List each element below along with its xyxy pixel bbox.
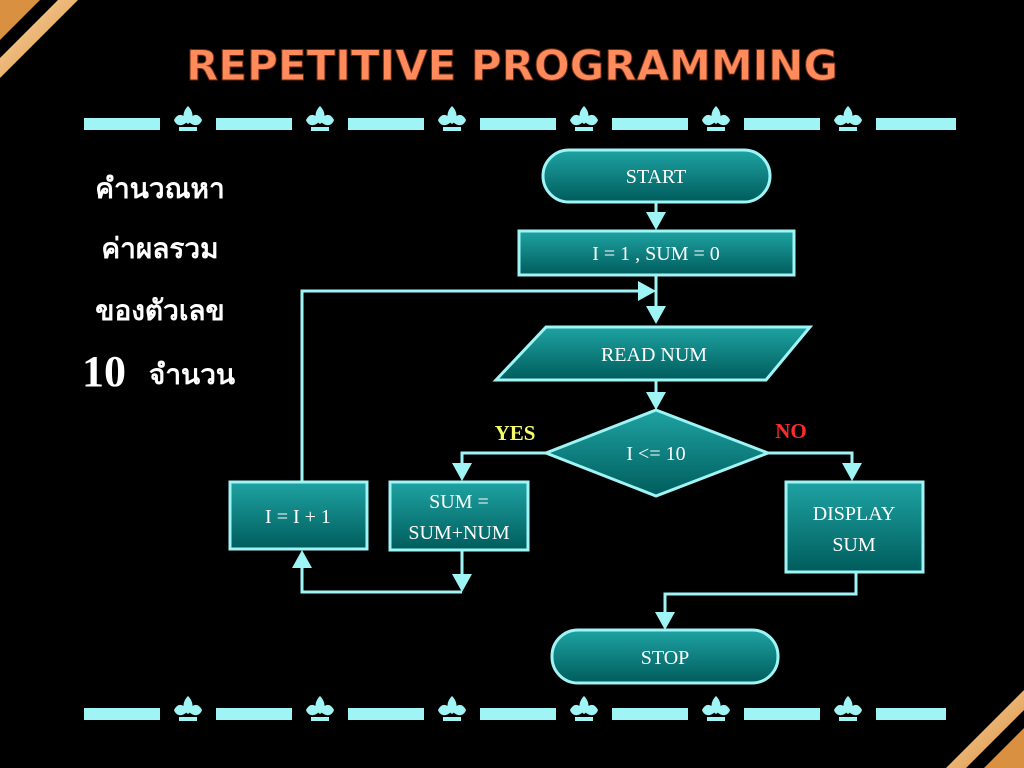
sum-node: SUM = SUM+NUM <box>388 480 530 552</box>
page-title: REPETITIVE PROGRAMMING <box>186 41 838 90</box>
fleur-ornament-icon <box>438 106 466 131</box>
display-node: DISPLAY SUM <box>784 480 925 574</box>
description-line: คำนวณหา <box>95 172 224 205</box>
description: คำนวณหา ค่าผลรวม ของตัวเลข 10 จำนวน <box>82 172 235 396</box>
init-node: I = 1 , SUM = 0 <box>517 229 796 277</box>
init-label: I = 1 , SUM = 0 <box>592 243 720 265</box>
arrowheads <box>292 212 862 630</box>
display-label-line2: SUM <box>832 534 876 556</box>
fleur-ornament-icon <box>570 696 598 721</box>
top-divider <box>84 106 956 131</box>
yes-label: YES <box>495 421 536 445</box>
fleur-ornament-icon <box>570 106 598 131</box>
fleur-ornament-icon <box>174 106 202 131</box>
fleur-ornament-icon <box>834 696 862 721</box>
fleur-ornament-icon <box>174 696 202 721</box>
display-label-line1: DISPLAY <box>813 503 896 525</box>
description-line: ของตัวเลข <box>95 294 224 327</box>
connectors <box>300 203 858 618</box>
fleur-ornament-icon <box>438 696 466 721</box>
fleur-ornament-icon <box>834 106 862 131</box>
increment-label: I = I + 1 <box>265 506 331 528</box>
corner-stripe-icon <box>0 0 78 78</box>
fleur-ornament-icon <box>702 106 730 131</box>
condition-label: I <= 10 <box>626 443 685 465</box>
corner-stripe-icon <box>946 690 1024 768</box>
stop-label: STOP <box>641 647 690 669</box>
start-node: START <box>541 148 772 204</box>
sum-label-line1: SUM = <box>429 491 489 513</box>
read-node: READ NUM <box>492 325 814 382</box>
description-count: 10 <box>82 347 126 396</box>
no-label: NO <box>775 419 807 443</box>
bottom-divider <box>84 696 946 721</box>
condition-node: I <= 10 <box>541 408 773 498</box>
description-line: ค่าผลรวม <box>101 232 218 265</box>
start-label: START <box>626 166 687 188</box>
description-count-unit: จำนวน <box>149 358 235 391</box>
sum-label-line2: SUM+NUM <box>408 522 510 544</box>
increment-node: I = I + 1 <box>228 480 369 551</box>
read-label: READ NUM <box>601 344 707 366</box>
fleur-ornament-icon <box>306 106 334 131</box>
stop-node: STOP <box>550 628 780 685</box>
fleur-ornament-icon <box>702 696 730 721</box>
fleur-ornament-icon <box>306 696 334 721</box>
